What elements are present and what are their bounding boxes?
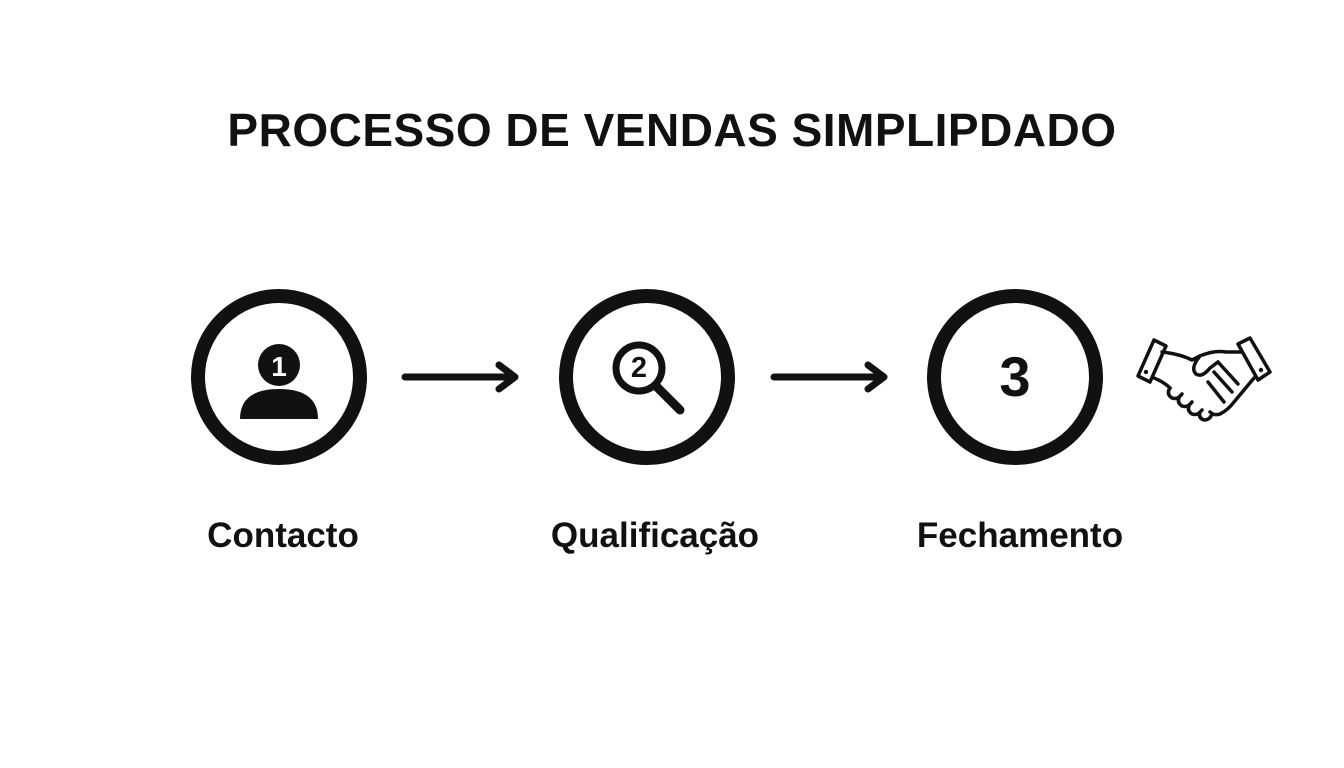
step-2-label: Qualificação (550, 516, 760, 555)
step-3-number: 3 (999, 345, 1031, 408)
arrow-right-icon (770, 361, 888, 393)
step-3-circle: 3 (927, 289, 1103, 465)
arrow-right-icon (401, 361, 519, 393)
step-2-circle: 2 (559, 289, 735, 465)
step-3-label: Fechamento (916, 516, 1124, 555)
page-title: PROCESSO DE VENDAS SIMPLIPDADO (227, 104, 1117, 156)
step-1-label: Contacto (207, 516, 359, 555)
person-icon (240, 344, 318, 419)
magnifier-icon (612, 341, 685, 415)
step-1-number: 1 (271, 351, 287, 382)
handshake-icon (1136, 336, 1272, 422)
step-2-number: 2 (630, 352, 648, 384)
step-1-circle: 1 (191, 289, 367, 465)
